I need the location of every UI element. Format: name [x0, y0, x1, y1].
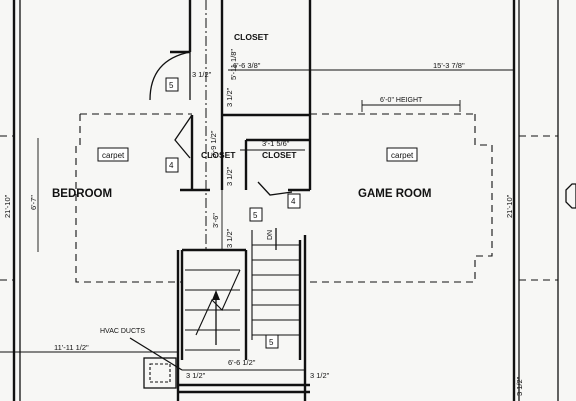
svg-text:5: 5: [269, 338, 274, 347]
dim-3-6: 3'-6": [211, 213, 220, 228]
dim-15-3-7-8: 15'-3 7/8": [433, 61, 465, 70]
dim-3-1-2-far-right: 3 1/2": [515, 376, 524, 396]
dim-3-1-2-upper: 3 1/2": [192, 70, 212, 79]
hvac-label: HVAC DUCTS: [100, 328, 145, 335]
dim-21-10-right: 21'-10": [505, 194, 514, 218]
dim-11-11-1-2: 11'-11 1/2": [54, 343, 89, 352]
closet-label-left: CLOSET: [201, 150, 236, 160]
dim-6-6-3-8: 6'-6 3/8": [233, 61, 261, 70]
dim-3-1-2-lower: 3 1/2": [225, 228, 234, 248]
bedroom-label: BEDROOM: [52, 188, 112, 200]
closet-label-upper: CLOSET: [234, 32, 269, 42]
hex-marker: [565, 183, 576, 209]
svg-text:5: 5: [169, 81, 174, 90]
dim-21-10-left: 21'-10": [3, 194, 12, 218]
hvac-duct: [129, 337, 183, 389]
dim-3-1-5-6: 3'-1 5/6": [262, 139, 290, 148]
height-note: 6'-0" HEIGHT: [380, 97, 423, 104]
dim-3-9-1-2: 3'-9 1/2": [209, 130, 218, 158]
dim-6-7: 6'-7": [29, 195, 38, 210]
dim-3-1-2-closet: 3 1/2": [225, 87, 234, 107]
dimension-lines: [0, 69, 514, 371]
dim-3-1-2-bottom-left: 3 1/2": [186, 371, 206, 380]
svg-text:5: 5: [253, 211, 258, 220]
dim-3-1-2-bottom-right: 3 1/2": [310, 371, 330, 380]
key-tag-5-upper: 5: [165, 77, 179, 92]
dim-6-6-1-2: 6'-6 1/2": [228, 358, 256, 367]
key-tag-5-lower: 5: [265, 334, 279, 349]
key-tag-4-left: 4: [165, 157, 179, 173]
carpet-tag-bedroom: carpet: [97, 147, 129, 162]
walls: [12, 0, 559, 401]
game-room-label: GAME ROOM: [358, 188, 431, 200]
height-outline: [0, 113, 558, 283]
carpet-tag-game-room: carpet: [386, 147, 418, 162]
svg-text:carpet: carpet: [391, 151, 414, 160]
dim-5-11-1-8: 5'-11 1/8": [229, 49, 238, 80]
svg-text:4: 4: [291, 197, 296, 206]
stair-down-label: DN: [267, 230, 274, 240]
key-tag-5-middle: 5: [249, 207, 263, 222]
dim-3-1-2-middle: 3 1/2": [225, 166, 234, 186]
door-swings: [149, 51, 293, 196]
closet-label-right: CLOSET: [262, 150, 297, 160]
svg-text:4: 4: [169, 161, 174, 170]
stair-treads: [185, 228, 300, 351]
svg-text:carpet: carpet: [102, 151, 125, 160]
key-tag-4-right: 4: [287, 193, 301, 209]
